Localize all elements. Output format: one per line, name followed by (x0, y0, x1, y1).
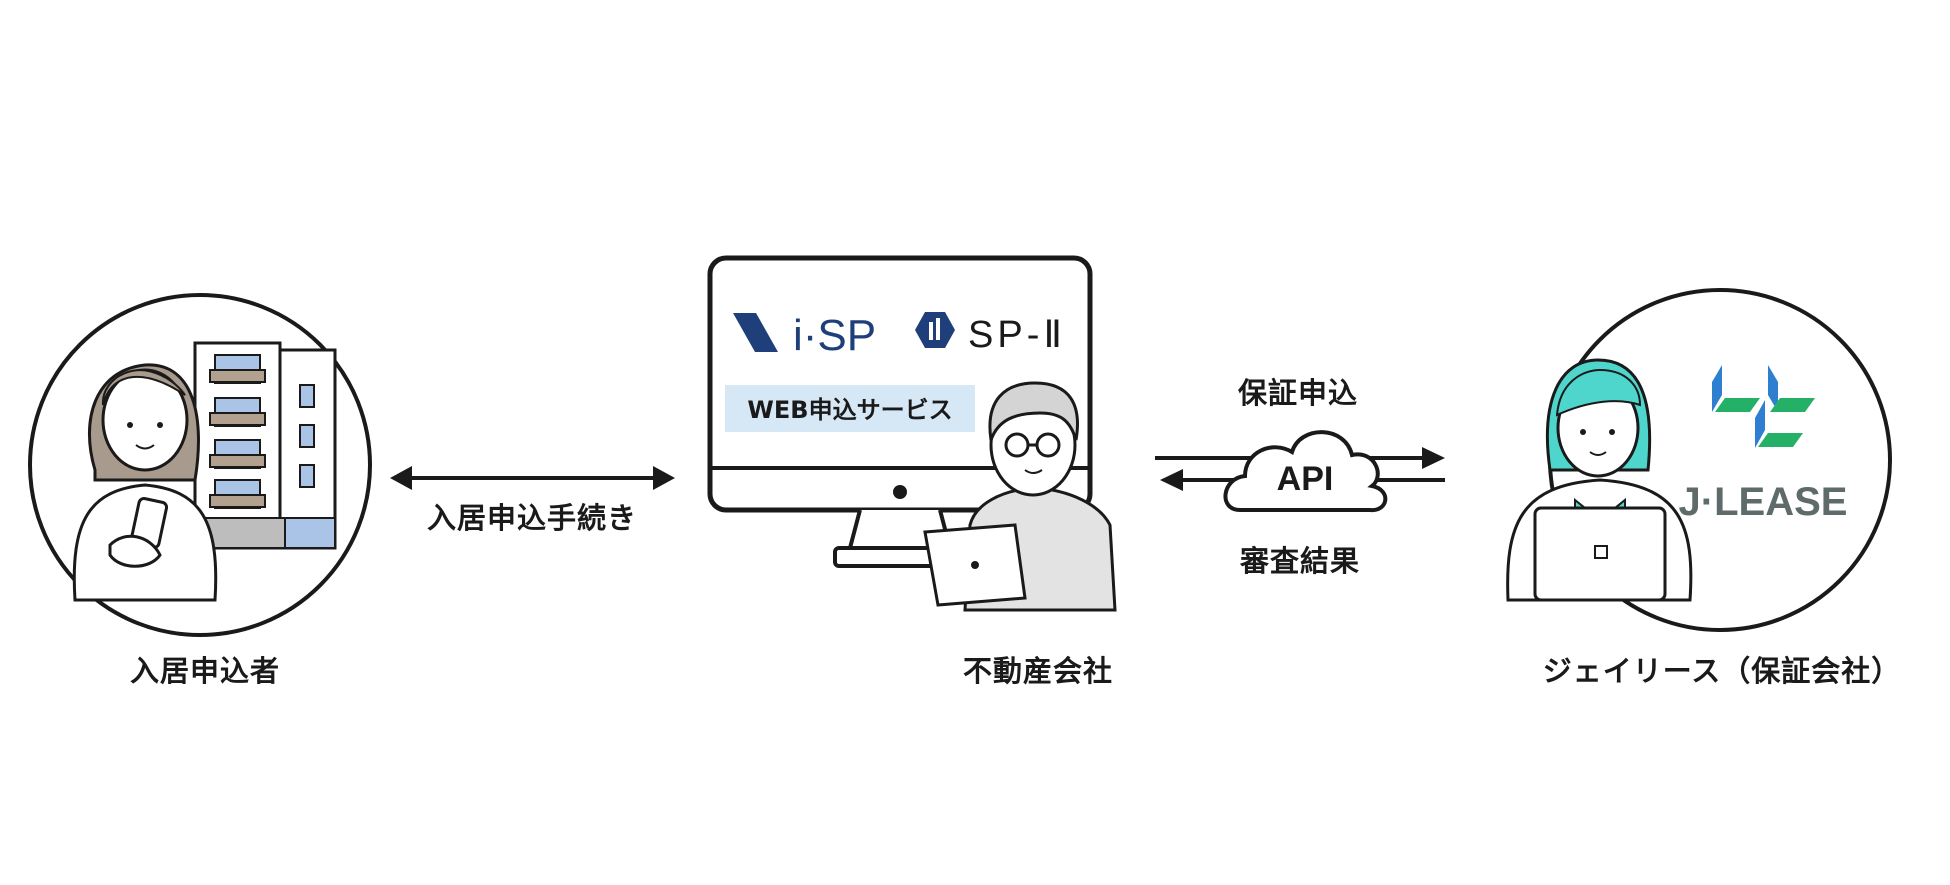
api-cloud-icon (1223, 430, 1388, 513)
isp-logo-mark-icon (733, 313, 778, 352)
guarantor-illustration (1506, 288, 1892, 632)
sp2-logo-mark-icon (915, 312, 955, 348)
realestate-person-icon (923, 381, 1117, 612)
guarantor-label: ジェイリース（保証会社） (1542, 654, 1902, 688)
sp2-logo-text: SP-Ⅱ (968, 314, 1066, 356)
guarantee-application-label: 保証申込 (1237, 376, 1359, 410)
applicant-label: 入居申込者 (129, 654, 281, 688)
screening-result-label: 審査結果 (1239, 544, 1361, 578)
applicant-flow-label: 入居申込手続き (426, 501, 638, 535)
service-label-bg (725, 385, 975, 432)
applicant-person-icon (72, 363, 218, 602)
applicant-realestate-arrow (390, 466, 675, 490)
jlease-logo-mark-icon (1712, 365, 1815, 448)
jlease-logo-text: J·LEASE (1679, 480, 1848, 524)
apartment-building-icon (193, 341, 337, 550)
web-service-label: WEB申込サービス (747, 396, 952, 424)
isp-logo-text: i·SP (793, 311, 876, 360)
realestate-label: 不動産会社 (962, 654, 1114, 688)
guarantor-person-icon (1506, 358, 1693, 602)
api-cloud-label: API (1277, 460, 1334, 498)
applicant-illustration (28, 293, 372, 637)
